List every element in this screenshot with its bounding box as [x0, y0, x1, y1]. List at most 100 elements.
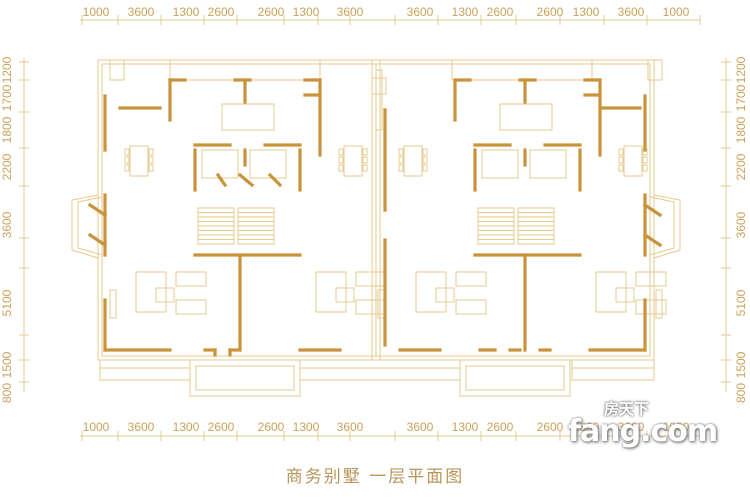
wall-layer [87, 78, 663, 357]
wall [642, 202, 663, 218]
kitchen-counter [221, 103, 275, 131]
bottom-dim-label: 2600 [258, 420, 285, 434]
dining-table [403, 145, 423, 177]
sofa [635, 299, 667, 315]
bottom-dim-label: 3600 [337, 420, 364, 434]
sofa [175, 271, 207, 287]
top-dim-label: 2600 [258, 5, 285, 19]
furniture-layer [109, 103, 667, 319]
top-dim-label: 1300 [573, 5, 600, 19]
porch-b [459, 359, 571, 397]
coffee-table [435, 287, 455, 303]
kitchen-counter [499, 103, 553, 131]
left-dim-label: 1700 [0, 84, 14, 111]
chair [362, 164, 368, 172]
sofa [355, 299, 387, 315]
dimension-lines [19, 15, 731, 441]
bathroom [481, 149, 519, 179]
coffee-table [155, 287, 175, 303]
sofa [455, 271, 487, 287]
chair [338, 148, 344, 156]
top-dim-label: 1000 [83, 5, 110, 19]
coffee-table [615, 287, 635, 303]
top-dim-label: 3600 [618, 5, 645, 19]
top-dim-label: 1300 [293, 5, 320, 19]
chair [148, 164, 154, 172]
chair [338, 164, 344, 172]
fang-watermark: 房天下 fang.com [568, 398, 748, 458]
left-bay-window [71, 194, 99, 259]
bottom-dim-label: 2600 [487, 420, 514, 434]
bottom-dim-label: 1300 [293, 420, 320, 434]
chair [422, 164, 428, 172]
top-dim-label: 1300 [452, 5, 479, 19]
top-dim-label: 3600 [128, 5, 155, 19]
center-column [371, 77, 387, 95]
chair [618, 148, 624, 156]
chair [422, 156, 428, 164]
right-dim-label: 3600 [734, 211, 748, 238]
watermark-en: fang.com [568, 414, 718, 449]
bathroom [201, 149, 239, 179]
plan-caption: 商务别墅 一层平面图 [285, 467, 465, 487]
bottom-dim-label: 2600 [537, 420, 564, 434]
sofa [415, 271, 447, 313]
chair [124, 164, 130, 172]
fireplace [109, 289, 117, 319]
bottom-dim-label: 3600 [618, 420, 645, 434]
left-dim-label: 800 [0, 383, 14, 403]
chair [148, 156, 154, 164]
right-bay-window-inner [649, 196, 675, 256]
chair [642, 156, 648, 164]
wall [267, 172, 283, 188]
sofa [135, 271, 167, 313]
right-dim-label: 1700 [734, 84, 748, 111]
house-a-duct [109, 59, 125, 81]
house-b-outline [371, 59, 655, 361]
right-dim-label: 800 [734, 383, 748, 403]
wall [642, 232, 663, 248]
top-dim-label: 2600 [208, 5, 235, 19]
chair [124, 148, 130, 156]
wall [215, 172, 228, 188]
porch-a-inner [195, 365, 295, 391]
bottom-dim-label: 3600 [128, 420, 155, 434]
right-dim-label: 5100 [734, 289, 748, 316]
porch-b-inner [465, 365, 565, 391]
bottom-dim-label: 3600 [407, 420, 434, 434]
left-dim-label: 2200 [0, 153, 14, 180]
house-a-terrace [169, 59, 321, 81]
coffee-table [335, 287, 355, 303]
left-dim-label: 1800 [0, 116, 14, 143]
chair [398, 148, 404, 156]
right-dim-label: 1500 [734, 351, 748, 378]
right-bay-window [653, 194, 681, 259]
top-dim-label: 1000 [663, 5, 690, 19]
sofa [175, 299, 207, 315]
chair [618, 164, 624, 172]
left-dim-label: 1200 [0, 56, 14, 83]
building-outline [71, 59, 681, 397]
chair [642, 164, 648, 172]
bottom-dim-label: 1000 [83, 420, 110, 434]
dining-table [623, 145, 643, 177]
watermark-cn: 房天下 [604, 400, 650, 418]
top-dim-label: 2600 [537, 5, 564, 19]
wall [87, 202, 108, 218]
fireplace [655, 289, 663, 319]
bathroom [529, 149, 567, 179]
chair [398, 156, 404, 164]
sofa [635, 271, 667, 287]
right-dim-label: 1800 [734, 116, 748, 143]
house-b-terrace [451, 59, 593, 81]
center-strip [375, 69, 383, 131]
sofa [595, 271, 627, 313]
chair [362, 156, 368, 164]
house-b-duct [647, 59, 663, 81]
right-dim-label: 2200 [734, 153, 748, 180]
chair [338, 156, 344, 164]
